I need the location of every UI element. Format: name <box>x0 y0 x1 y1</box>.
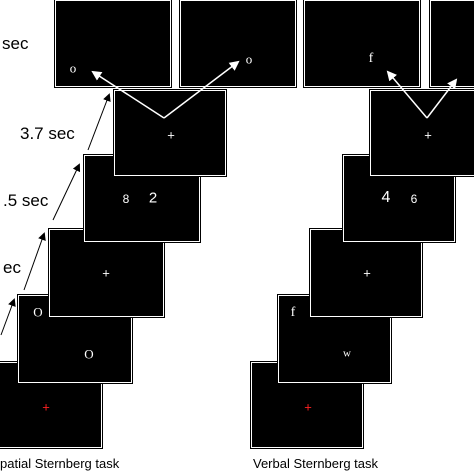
spatial-arrow-to-memory <box>0 298 16 336</box>
spatial-arrow-to-fixation <box>23 232 46 291</box>
timing-label-fixation: ec <box>3 258 21 277</box>
verbal-memory-top-stimulus: f <box>290 305 296 320</box>
verbal-probe-left-stimulus: f <box>368 51 374 66</box>
verbal-probe-frame-left: f <box>304 0 420 87</box>
spatial-memory-bottom-stimulus: O <box>84 346 94 362</box>
verbal-probe-frame-right <box>430 0 474 87</box>
spatial-arrow-to-encoding <box>52 163 81 221</box>
spatial-probe-frame-right: o <box>180 0 296 87</box>
spatial-memory-top-stimulus: O <box>33 304 43 320</box>
verbal-task-caption: Verbal Sternberg task <box>253 456 379 471</box>
spatial-encoding-left-digit: 8 <box>122 192 130 206</box>
spatial-fixation-cross: + <box>102 265 110 281</box>
verbal-memory-bottom-stimulus: w <box>343 347 351 360</box>
spatial-probe-left-stimulus: o <box>69 60 77 76</box>
timing-label-encoding: .5 sec <box>3 191 49 210</box>
verbal-maintenance-frame: + <box>370 90 474 176</box>
verbal-start-cross: + <box>304 399 312 415</box>
spatial-arrow-to-maintenance <box>87 93 111 151</box>
verbal-fixation-frame: + <box>310 229 422 317</box>
verbal-encoding-left-digit: 4 <box>381 189 391 206</box>
spatial-start-cross: + <box>42 399 50 415</box>
spatial-task-caption: patial Sternberg task <box>0 456 120 471</box>
spatial-probe-right-stimulus: o <box>245 51 253 67</box>
spatial-maintenance-frame: + <box>114 90 226 176</box>
spatial-maintenance-cross: + <box>167 127 175 143</box>
verbal-fixation-cross: + <box>363 265 371 281</box>
spatial-encoding-right-digit: 2 <box>148 189 158 207</box>
spatial-fixation-frame: + <box>49 229 164 317</box>
timing-label-maintenance: 3.7 sec <box>20 124 75 143</box>
spatial-probe-frame-left: o <box>55 0 171 87</box>
verbal-encoding-right-digit: 6 <box>410 192 418 206</box>
timing-label-probe: sec <box>2 34 29 53</box>
verbal-maintenance-cross: + <box>424 127 432 143</box>
